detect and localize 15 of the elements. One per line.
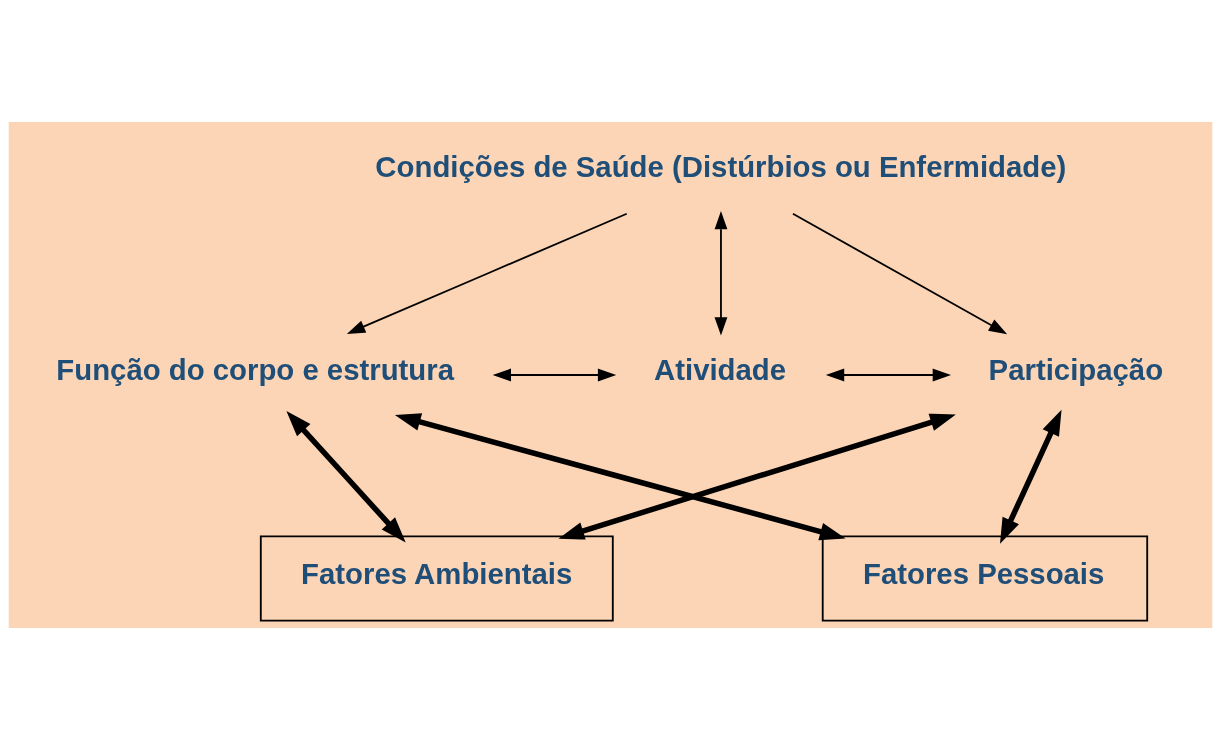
node-text: Condições de Saúde (Distúrbios ou Enfermidade): [375, 149, 1067, 183]
arrow: [492, 368, 617, 381]
node-box: Fatores Ambientais: [259, 534, 614, 622]
arrow: [346, 212, 628, 334]
node-box: Fatores Pessoais: [821, 534, 1149, 622]
arrow: [286, 410, 406, 542]
arrow: [394, 412, 846, 540]
arrow: [792, 212, 1008, 334]
arrow: [1000, 409, 1062, 544]
arrow: [714, 210, 728, 336]
node-text: Função do corpo e estrutura: [56, 352, 454, 386]
node-text: Participação: [988, 352, 1164, 386]
arrow: [825, 368, 952, 381]
arrow: [558, 413, 956, 540]
node-text: Atividade: [654, 352, 787, 386]
